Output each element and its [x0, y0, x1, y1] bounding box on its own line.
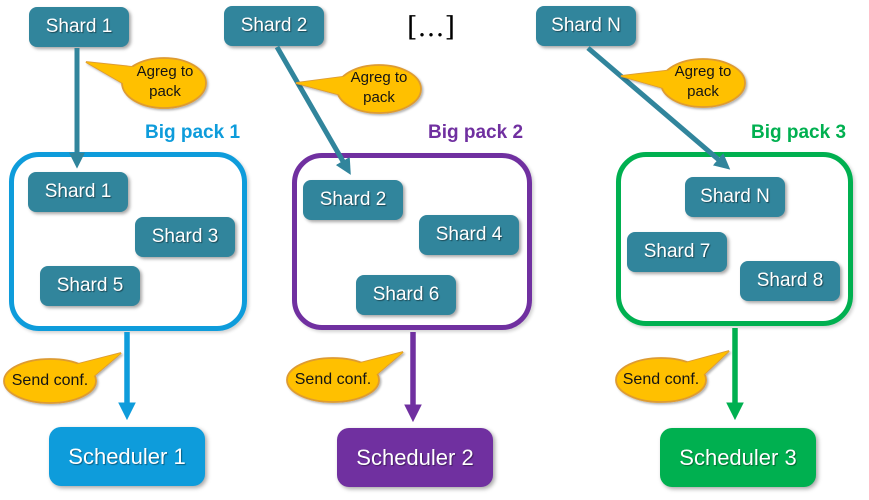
scheduler-box-2: Scheduler 2: [337, 428, 493, 487]
big-pack-3-container: [616, 152, 853, 326]
send-callout-bubble-2: [286, 351, 404, 403]
pack3-shard-box-7: Shard 7: [627, 232, 727, 272]
source-shard-box-n: Shard N: [536, 6, 636, 46]
pack1-shard-box-2: Shard 3: [135, 217, 235, 257]
agreg-callout-bubble-1: [85, 57, 207, 109]
send-callout-label-3: Send conf.: [622, 371, 700, 388]
send-callout-label-1: Send conf.: [11, 372, 89, 389]
source-shard-box-1: Shard 1: [29, 7, 129, 47]
aggregate-arrow-3: [586, 46, 731, 170]
scheduler-box-3: Scheduler 3: [660, 428, 816, 487]
big-pack-2-container: [292, 153, 532, 330]
pack3-shard-box-8: Shard 8: [740, 261, 840, 301]
agreg-callout-bubble-2: [295, 64, 422, 114]
aggregate-arrow-2: [274, 45, 351, 175]
pack1-shard-box-1: Shard 1: [28, 172, 128, 212]
send-callout-bubble-1: [3, 352, 122, 404]
agreg-callout-bubble-3: [620, 58, 746, 108]
pack2-shard-box-2: Shard 4: [419, 215, 519, 255]
scheduler-box-1: Scheduler 1: [49, 427, 205, 486]
pack1-shard-box-3: Shard 5: [40, 266, 140, 306]
big-pack-1-container: [9, 152, 247, 331]
ellipsis-text: […]: [407, 12, 456, 43]
big-pack-2-title: Big pack 2: [428, 122, 524, 143]
source-shard-box-2: Shard 2: [224, 6, 324, 46]
agreg-callout-label-3: Agreg to pack: [674, 63, 732, 100]
agreg-callout-label-1: Agreg to pack: [136, 63, 194, 100]
big-pack-3-title: Big pack 3: [751, 122, 847, 143]
send-callout-label-2: Send conf.: [294, 371, 372, 388]
pack3-shard-box-n: Shard N: [685, 177, 785, 217]
agreg-callout-label-2: Agreg to pack: [350, 69, 408, 106]
big-pack-1-title: Big pack 1: [145, 122, 241, 143]
pack2-shard-box-3: Shard 6: [356, 275, 456, 315]
pack2-shard-box-1: Shard 2: [303, 180, 403, 220]
send-callout-bubble-3: [615, 350, 730, 403]
